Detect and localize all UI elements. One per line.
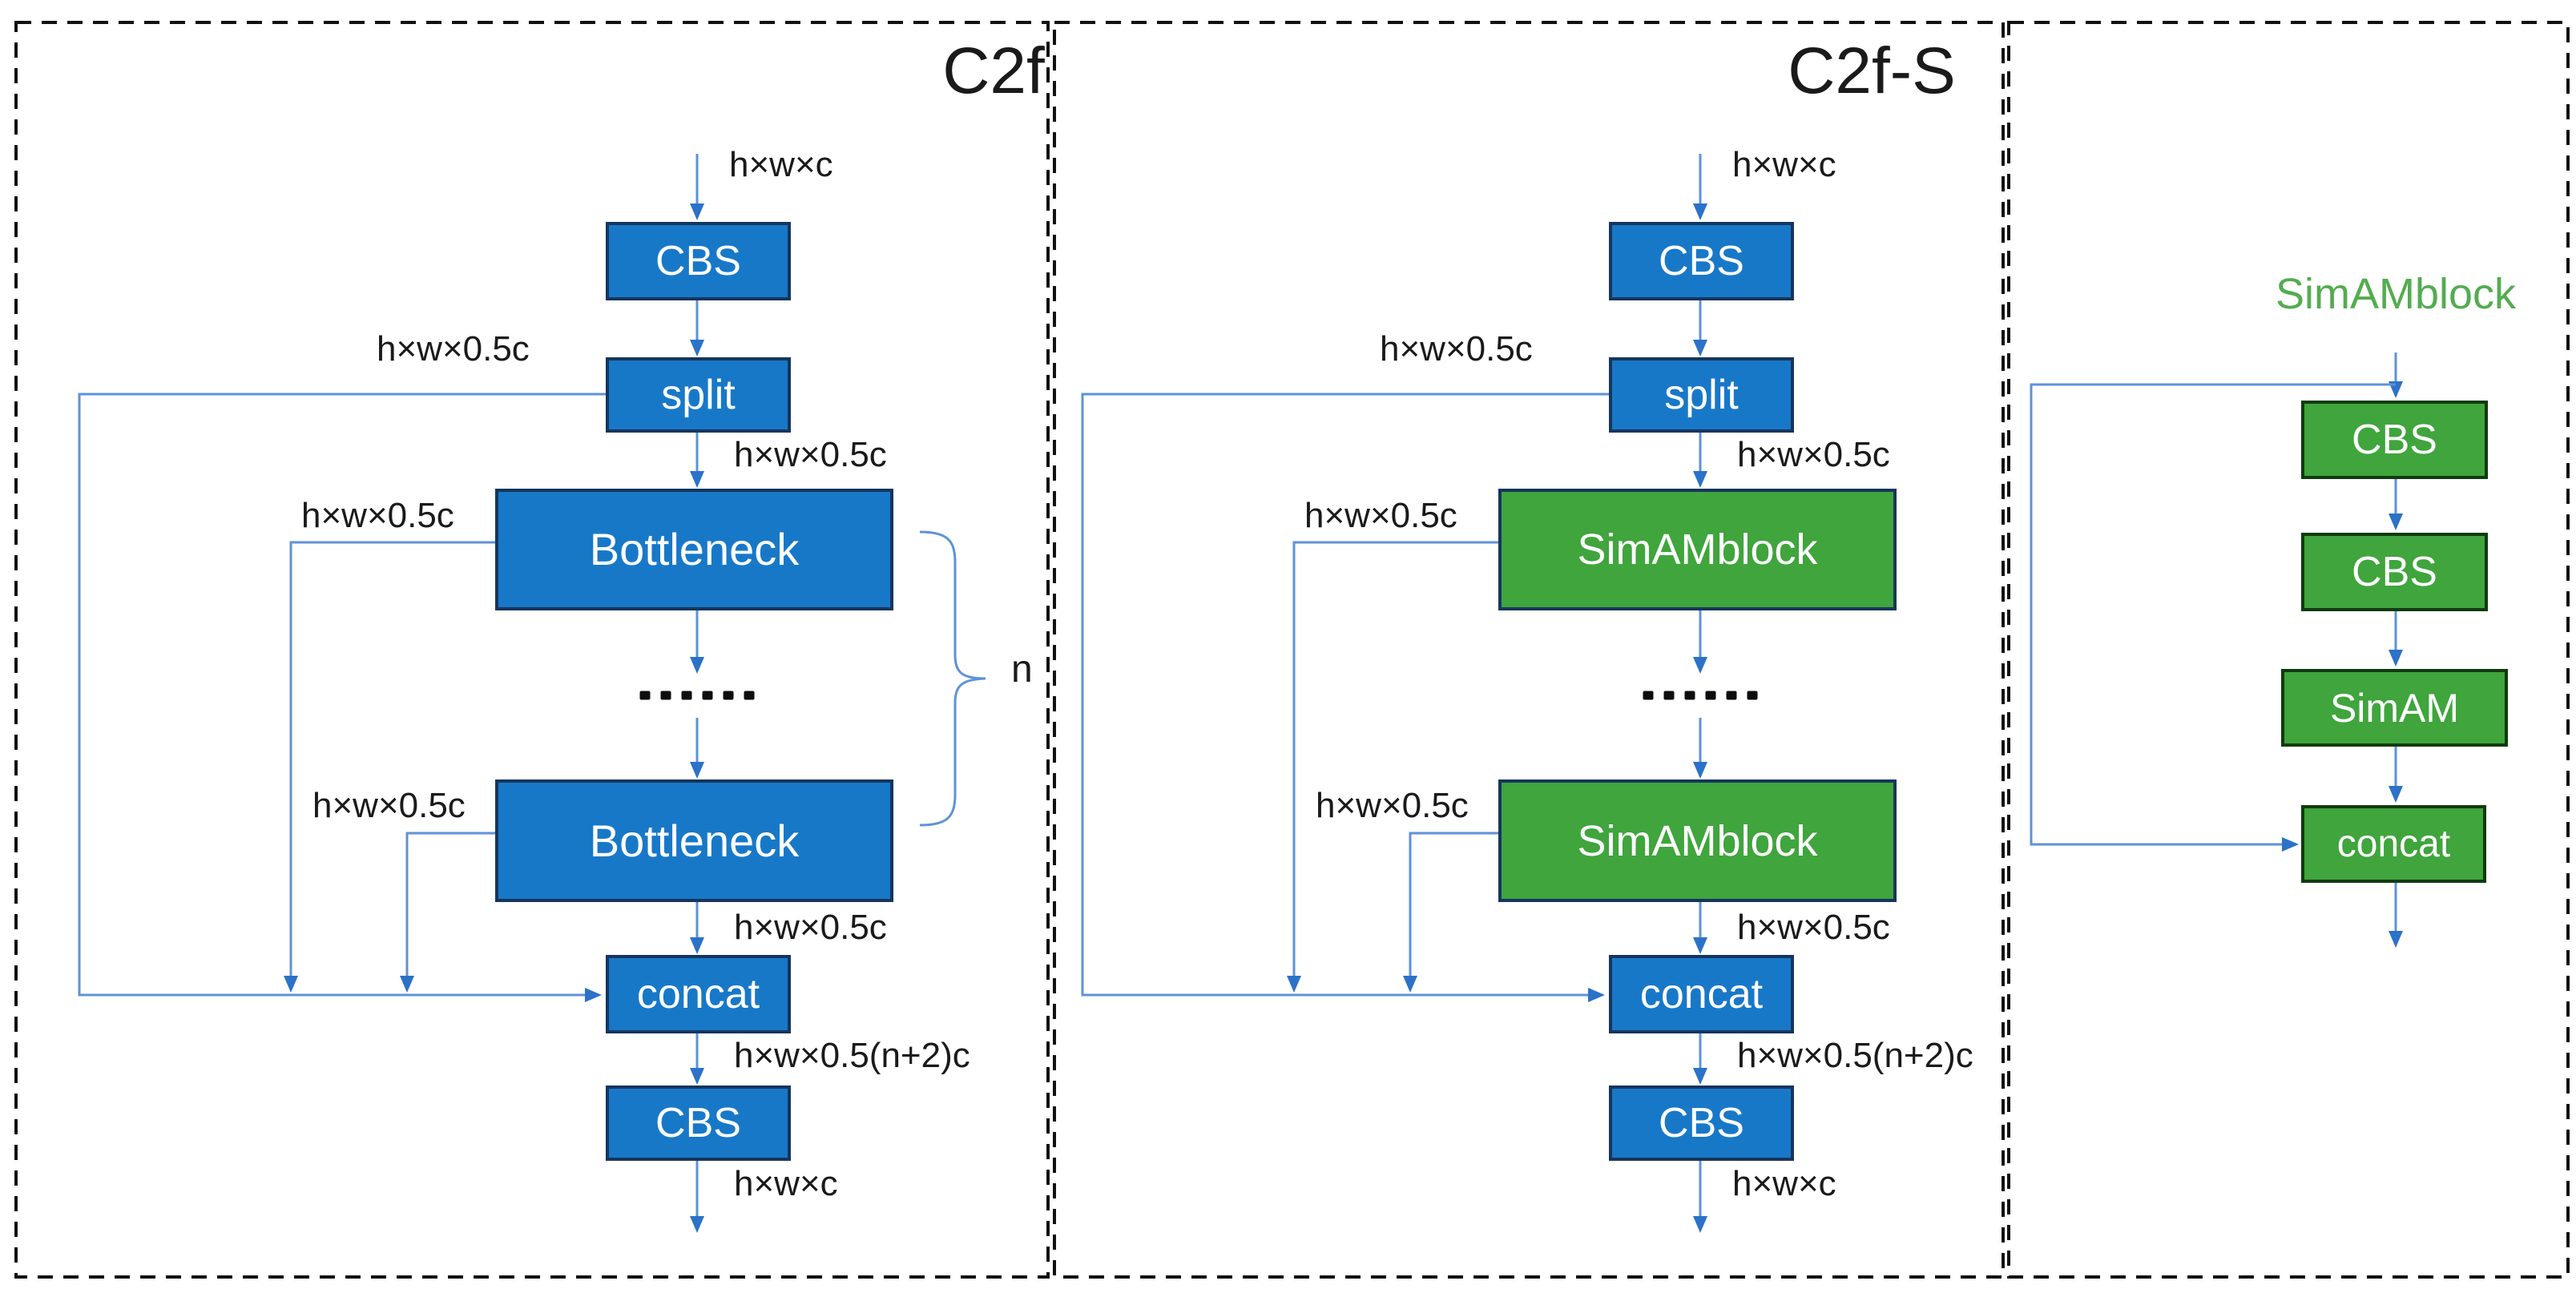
edge-simam-skip [2030,383,2396,852]
ellipsis-dot [744,691,755,700]
dim-label: h×w×0.5c [1304,496,1457,535]
node-c2f-cbs-bottom: CBS [606,1086,791,1161]
ellipsis-dot [660,691,671,700]
panel-simam-border [2007,21,2570,1279]
node-c2f-cbs-top: CBS [606,222,791,300]
dim-label: h×w×c [1732,145,1836,184]
panel-title-c2f: C2f [942,34,1045,107]
edge-c2fs-s1-skip [1287,541,1498,993]
edge-c2fs-split-skip [1081,393,1609,1002]
ellipsis-dot [1663,691,1675,700]
panel-title-c2f-s: C2f-S [1788,34,1956,107]
node-c2fs-simam-2: SimAMblock [1498,779,1897,902]
ellipsis-dot [1705,691,1716,700]
ellipsis-dot [1684,691,1695,700]
node-c2fs-split: split [1609,357,1794,433]
dim-label: h×w×0.5c [1316,786,1469,825]
dim-label: h×w×0.5c [734,908,887,947]
repeat-brace [919,530,986,827]
dim-label: h×w×0.5c [734,435,887,474]
edge-c2fs-s2-skip [1403,832,1498,993]
ellipsis-dot [1643,691,1654,700]
node-c2fs-cbs-bottom: CBS [1609,1086,1794,1161]
dim-label: h×w×0.5c [301,496,454,535]
panel-title-simam: SimAMblock [2275,270,2517,318]
dim-label: h×w×0.5(n+2)c [734,1036,970,1075]
edge-c2f-b1-skip [284,541,495,993]
edge-c2f-b2-skip [400,832,495,993]
dim-label: h×w×0.5c [1737,435,1890,474]
node-c2fs-cbs-top: CBS [1609,222,1794,300]
node-simam-cbs-2: CBS [2301,533,2488,611]
node-c2f-bottleneck-2: Bottleneck [495,779,893,902]
dim-label: h×w×0.5c [377,329,530,369]
dim-label: h×w×0.5c [1737,908,1890,947]
ellipsis-dot [1747,691,1758,700]
dim-label: h×w×c [734,1164,838,1203]
node-c2f-concat: concat [606,955,791,1033]
panel-c2f-s-border [1053,21,2005,1279]
ellipsis-dot [681,691,692,700]
edge-c2f-split-skip [78,393,606,1002]
node-c2f-bottleneck-1: Bottleneck [495,489,893,610]
panel-c2f-border [14,21,1050,1279]
node-c2fs-simam-1: SimAMblock [1498,489,1897,610]
dim-label: h×w×0.5(n+2)c [1737,1036,1973,1075]
dim-label: h×w×c [729,145,833,184]
node-simam-cbs-1: CBS [2301,401,2488,479]
dim-label: h×w×0.5c [312,786,466,825]
node-simam-concat: concat [2301,805,2486,883]
node-c2f-split: split [606,357,791,433]
repeat-count-label: n [1011,648,1033,691]
ellipsis-dot [1726,691,1737,700]
dim-label: h×w×0.5c [1380,329,1533,369]
ellipsis-dot [723,691,734,700]
node-c2fs-concat: concat [1609,955,1794,1033]
node-simam-simam: SimAM [2281,669,2508,747]
dim-label: h×w×c [1732,1164,1836,1203]
ellipsis-dot [639,691,651,700]
ellipsis-dot [702,691,713,700]
